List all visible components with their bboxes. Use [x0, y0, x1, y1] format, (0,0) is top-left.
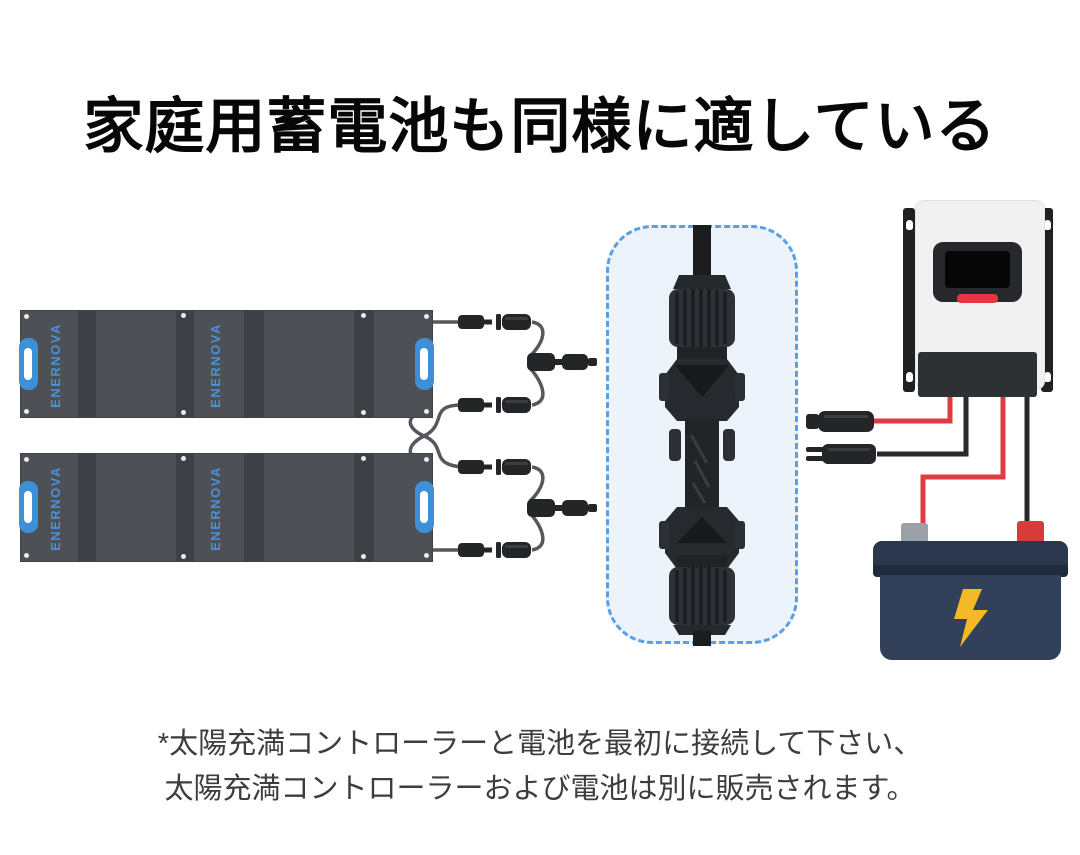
mc4-male-connector [806, 444, 876, 464]
terminal-block [918, 352, 1037, 397]
mc4-pair [458, 397, 531, 413]
mounting-flange-left [903, 208, 915, 392]
panel-screw [424, 457, 429, 462]
panel-fold-stripe [176, 454, 194, 561]
panel-handle-left [19, 481, 38, 533]
controller-button [957, 294, 998, 303]
handle-grip [420, 348, 428, 380]
battery-wires [920, 392, 1030, 526]
panel-screw [424, 409, 429, 414]
battery [873, 521, 1068, 661]
panel-fold-stripe [244, 311, 264, 417]
panel-screw [361, 313, 366, 318]
screw-keyhole [905, 220, 913, 230]
mc4-pair [458, 542, 531, 558]
connector-highlight-box [606, 225, 798, 646]
mc4-pair [458, 314, 531, 330]
y-branch-connector [527, 353, 597, 371]
panel-screw [24, 314, 29, 319]
handle-grip [24, 348, 32, 380]
panel-handle-left [19, 338, 38, 390]
battery-terminal-negative [901, 523, 928, 543]
mc4-connector-closeup [659, 225, 745, 646]
panel-screw [361, 410, 366, 415]
controller-pv-wires [873, 392, 969, 457]
panel-screw [181, 313, 186, 318]
screw-keyhole [905, 372, 913, 382]
handle-grip [24, 491, 32, 523]
panel-screw [361, 456, 366, 461]
footnote-line1: *太陽充満コントローラーと電池を最初に接続して下さい、 [157, 728, 923, 760]
screw-keyhole [1043, 220, 1051, 230]
panel-screw [24, 409, 29, 414]
panel-screw [24, 553, 29, 558]
footnote-line2: 太陽充満コントローラーおよび電池は別に販売されます。 [164, 773, 916, 805]
panel-fold-stripe [354, 311, 374, 417]
panel-screw [181, 456, 186, 461]
brand-logo: ENERNOVA [207, 322, 223, 408]
solar-panel-top: ENERNOVA ENERNOVA [19, 310, 434, 418]
panel-handle-right [415, 338, 434, 390]
brand-logo: ENERNOVA [207, 465, 223, 551]
handle-grip [420, 491, 428, 523]
footnote: *太陽充満コントローラーと電池を最初に接続して下さい、 太陽充満コントローラーお… [0, 722, 1080, 812]
panel-handle-right [415, 481, 434, 533]
panel-screw [24, 457, 29, 462]
mc4-female-connector [806, 411, 874, 432]
panel-fold-stripe [244, 454, 264, 561]
solar-panel-bottom: ENERNOVA ENERNOVA [19, 453, 434, 562]
panel-screw [361, 554, 366, 559]
mc4-pair [458, 459, 531, 475]
panel-screw [424, 314, 429, 319]
panel-fold-stripe [354, 454, 374, 561]
battery-seam [873, 565, 1068, 577]
charge-controller [898, 200, 1058, 397]
panel-screw [181, 410, 186, 415]
panel-fold-stripe [176, 311, 194, 417]
lightning-bolt-icon [954, 589, 988, 647]
display-bezel [933, 242, 1022, 303]
panel-fold-stripe [78, 311, 96, 417]
panel-screw [424, 553, 429, 558]
brand-logo: ENERNOVA [47, 465, 63, 551]
panel-fold-stripe [78, 454, 96, 561]
page-title: 家庭用蓄電池も同様に適している [83, 93, 997, 160]
y-branch-connector [527, 499, 597, 517]
brand-logo: ENERNOVA [47, 322, 63, 408]
battery-terminal-positive [1017, 521, 1044, 543]
display-screen [945, 251, 1010, 288]
panel-screw [181, 554, 186, 559]
screw-keyhole [1043, 372, 1051, 382]
